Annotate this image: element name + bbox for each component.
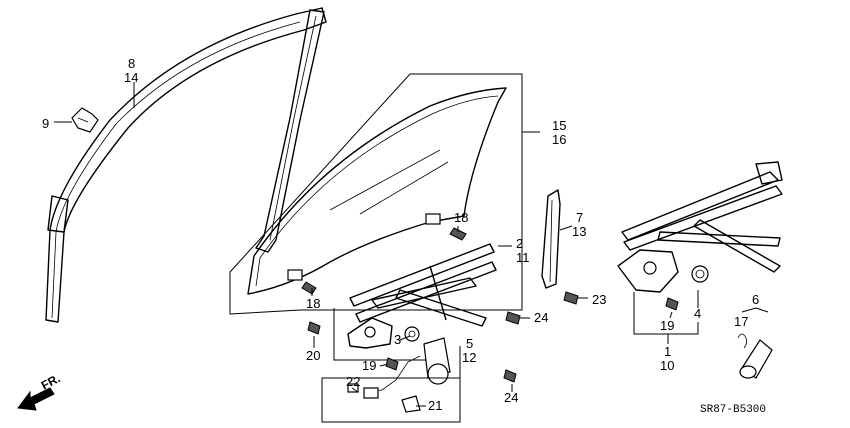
part-label-5: 5 bbox=[466, 336, 473, 351]
part-label-6: 6 bbox=[752, 292, 759, 307]
regulator-bracket bbox=[333, 308, 440, 361]
part-label-24-lower: 24 bbox=[504, 390, 518, 405]
part-label-15: 15 bbox=[552, 118, 566, 133]
regulator-motor bbox=[347, 337, 451, 413]
part-label-17: 17 bbox=[734, 314, 748, 329]
part-label-4: 4 bbox=[694, 306, 701, 321]
leader-6 bbox=[741, 307, 769, 313]
part-label-19-rear: 19 bbox=[660, 318, 674, 333]
part-label-10: 10 bbox=[660, 358, 674, 373]
part-label-7: 7 bbox=[576, 210, 583, 225]
part-label-23: 23 bbox=[592, 292, 606, 307]
part-label-19-front: 19 bbox=[362, 358, 376, 373]
glass-group-outline bbox=[229, 73, 523, 315]
part-label-16: 16 bbox=[552, 132, 566, 147]
part-label-22: 22 bbox=[346, 374, 360, 389]
rear-reg-bracket bbox=[633, 292, 699, 335]
part-label-9: 9 bbox=[42, 116, 49, 131]
front-window-regulator bbox=[347, 243, 497, 349]
rear-window-regulator bbox=[617, 161, 783, 293]
part-label-14: 14 bbox=[124, 70, 138, 85]
door-sash-channel bbox=[45, 7, 327, 323]
diagram-code: SR87-B5300 bbox=[700, 404, 766, 416]
part-label-1: 1 bbox=[664, 344, 671, 359]
front-direction-arrow-icon bbox=[17, 387, 55, 411]
part-label-24-upper: 24 bbox=[534, 310, 548, 325]
leader-lines bbox=[54, 82, 699, 407]
motor-bracket bbox=[321, 346, 461, 423]
part-label-18-bottom: 18 bbox=[306, 296, 320, 311]
window-crank-handle bbox=[737, 333, 773, 379]
part-label-11: 11 bbox=[516, 250, 530, 265]
part-label-12: 12 bbox=[462, 350, 476, 365]
door-glass bbox=[247, 87, 507, 295]
part-label-18-top: 18 bbox=[454, 210, 468, 225]
part-label-3: 3 bbox=[394, 332, 401, 347]
sash-clip bbox=[71, 107, 99, 133]
part-label-20: 20 bbox=[306, 348, 320, 363]
bolts bbox=[301, 227, 679, 383]
direction-label: FR. bbox=[39, 371, 63, 392]
part-label-2: 2 bbox=[516, 236, 523, 251]
part-label-21: 21 bbox=[428, 398, 442, 413]
rear-run-channel bbox=[541, 189, 561, 289]
part-label-8: 8 bbox=[128, 56, 135, 71]
part-label-13: 13 bbox=[572, 224, 586, 239]
